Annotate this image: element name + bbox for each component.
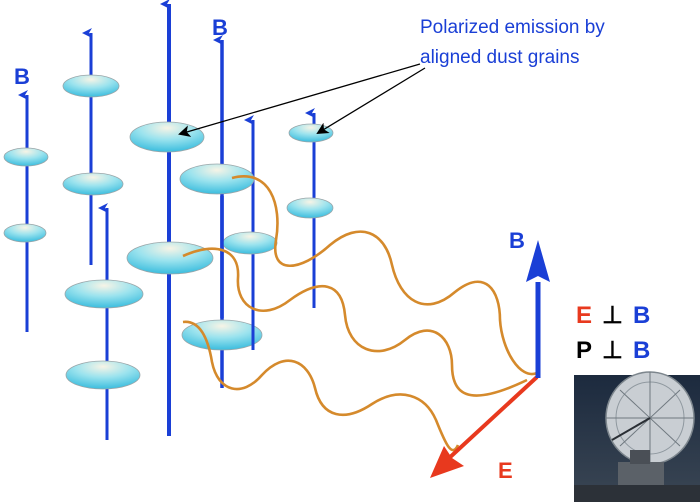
e-vector-head	[430, 446, 464, 478]
radio-dish-photo-icon	[574, 371, 700, 502]
annotation-line-2: aligned dust grains	[420, 47, 580, 68]
relation-e-lhs: E	[576, 302, 592, 329]
dust-grain	[222, 231, 278, 255]
dust-grain	[286, 197, 334, 219]
field-lines-front	[25, 99, 316, 436]
dust-grain	[3, 147, 49, 167]
annotation-line-1: Polarized emission by	[420, 17, 605, 38]
dust-grain	[288, 123, 334, 143]
b-label-vector: B	[509, 228, 525, 253]
relation-p-op: ⊥	[602, 337, 623, 364]
dust-grain	[65, 360, 141, 390]
relation-e-perp-b: E ⊥ B	[576, 302, 650, 329]
annotation-pointers	[178, 63, 426, 137]
relation-e-op: ⊥	[602, 302, 623, 329]
dust-grain	[179, 163, 255, 195]
polarization-vectors	[430, 240, 550, 478]
e-label: E	[498, 458, 513, 483]
relation-e-rhs: B	[633, 302, 650, 329]
dust-grain	[62, 172, 124, 196]
dust-grain	[181, 319, 263, 351]
b-label-left: B	[14, 64, 30, 89]
relation-p-rhs: B	[633, 337, 650, 364]
relation-p-lhs: P	[576, 337, 592, 364]
wave-path	[182, 247, 528, 397]
wave-path	[182, 320, 460, 452]
relation-p-perp-b: P ⊥ B	[576, 337, 650, 364]
dust-grain	[129, 121, 205, 153]
emission-waves	[182, 175, 538, 452]
dust-grain	[64, 279, 144, 309]
dust-grain	[3, 223, 47, 243]
b-vector-head	[526, 240, 550, 282]
dust-grain	[62, 74, 120, 98]
wave-path	[231, 175, 538, 376]
b-label-top: B	[212, 15, 228, 40]
e-vector	[445, 375, 539, 462]
dust-grain	[126, 241, 214, 275]
